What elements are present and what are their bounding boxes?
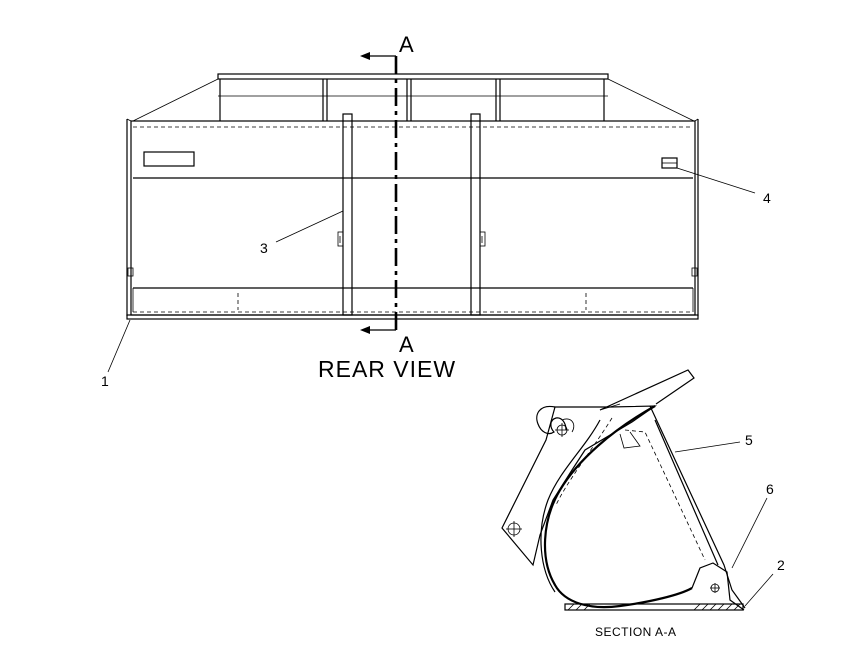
callout-2-label: 2: [777, 557, 785, 573]
upper-pin-icon: [555, 423, 569, 437]
rear-view-title: REAR VIEW: [318, 356, 456, 382]
hook: [536, 405, 567, 435]
left-slope: [132, 78, 219, 122]
callout-2: 2: [744, 557, 785, 607]
cutting-edge: [126, 314, 699, 320]
edge-bolt-icon: [710, 583, 720, 593]
callout-4: 4: [676, 167, 771, 206]
callout-5-label: 5: [745, 432, 753, 448]
section-title: SECTION A-A: [595, 625, 677, 639]
spill-guard: [599, 369, 695, 411]
callout-6: 6: [731, 481, 774, 569]
side-plate-edge: [649, 405, 746, 609]
callout-3-label: 3: [260, 240, 268, 256]
section-marker-bottom: A: [399, 332, 414, 357]
section-view: SECTION A-A: [501, 369, 746, 639]
bucket-shell: [543, 405, 693, 609]
section-marker-top: A: [399, 32, 414, 57]
callout-1: 1: [101, 319, 131, 389]
top-guard-bar: [217, 73, 609, 80]
callout-6-label: 6: [766, 481, 774, 497]
rib-left: [337, 113, 353, 316]
rib-right: [470, 113, 486, 316]
name-plate: [143, 151, 195, 167]
guard-posts: [218, 79, 608, 121]
callout-3: 3: [260, 210, 344, 256]
right-slope: [607, 78, 695, 122]
callout-5: 5: [674, 432, 753, 453]
cutting-edge-section: [691, 562, 745, 611]
wear-plate: [564, 603, 744, 611]
section-arrow-bottom: [360, 326, 396, 334]
section-arrow-top: [360, 52, 396, 60]
hook-plate: [501, 405, 657, 567]
rear-view: A A REAR VIEW: [126, 32, 699, 382]
callout-1-label: 1: [101, 373, 109, 389]
callout-4-label: 4: [763, 190, 771, 206]
bucket-body: [130, 120, 696, 316]
lower-pin-icon: [506, 521, 522, 537]
